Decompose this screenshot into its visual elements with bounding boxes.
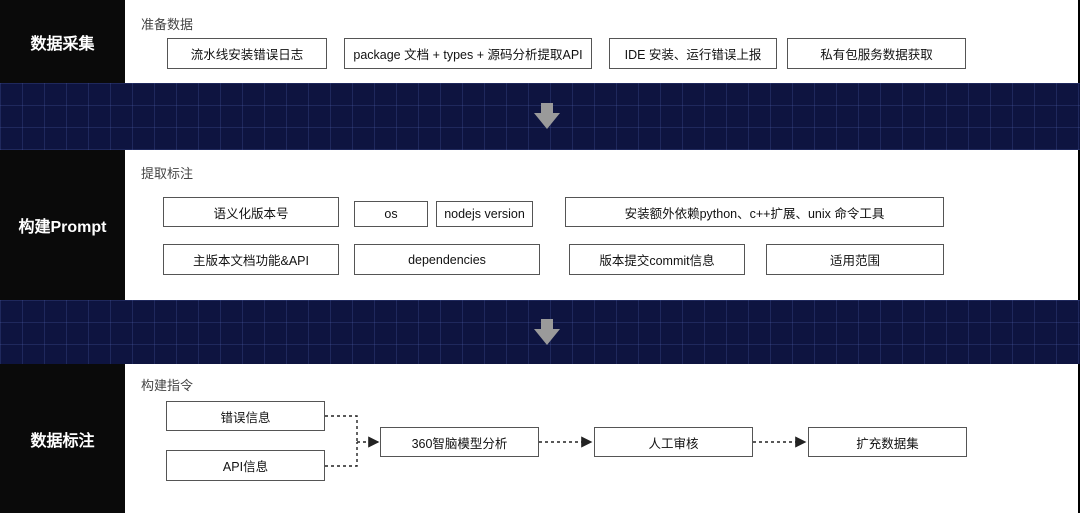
stage-panel-prompt: 提取标注 语义化版本号 os nodejs version 安装额外依赖pyth… (125, 150, 1078, 300)
node-pipeline-log: 流水线安装错误日志 (167, 38, 327, 69)
node-major-docs-api: 主版本文档功能&API (163, 244, 339, 275)
node-private-registry: 私有包服务数据获取 (787, 38, 966, 69)
node-package-docs: package 文档 + types + 源码分析提取API (344, 38, 592, 69)
node-ide-errors: IDE 安装、运行错误上报 (609, 38, 777, 69)
node-scope: 适用范围 (766, 244, 944, 275)
down-arrow-icon (534, 103, 560, 129)
separator-band (0, 300, 1080, 364)
section-title: 构建指令 (141, 378, 194, 393)
flow-connectors (325, 415, 807, 467)
node-human-review: 人工审核 (594, 427, 753, 457)
stage-panel-annotate: 构建指令 错误信息 API信息 360智脑模型分析 人工审核 扩充数据集 (125, 364, 1078, 513)
node-error-info: 错误信息 (166, 401, 325, 431)
node-os: os (354, 201, 428, 227)
node-commit-info: 版本提交commit信息 (569, 244, 745, 275)
section-title: 提取标注 (141, 166, 194, 181)
stage-panel-collect: 准备数据 流水线安装错误日志 package 文档 + types + 源码分析… (125, 0, 1078, 83)
node-extra-deps: 安装额外依赖python、c++扩展、unix 命令工具 (565, 197, 944, 227)
down-arrow-icon (534, 319, 560, 345)
node-nodejs-version: nodejs version (436, 201, 533, 227)
stage-label-prompt: 构建Prompt (0, 150, 125, 300)
stage-label-annotate: 数据标注 (0, 364, 125, 513)
node-expand-dataset: 扩充数据集 (808, 427, 967, 457)
stage-label-collect: 数据采集 (0, 0, 125, 83)
node-semver: 语义化版本号 (163, 197, 339, 227)
node-api-info: API信息 (166, 450, 325, 481)
node-dependencies: dependencies (354, 244, 540, 275)
node-model-analysis: 360智脑模型分析 (380, 427, 539, 457)
separator-band (0, 83, 1080, 150)
section-title: 准备数据 (141, 17, 194, 32)
